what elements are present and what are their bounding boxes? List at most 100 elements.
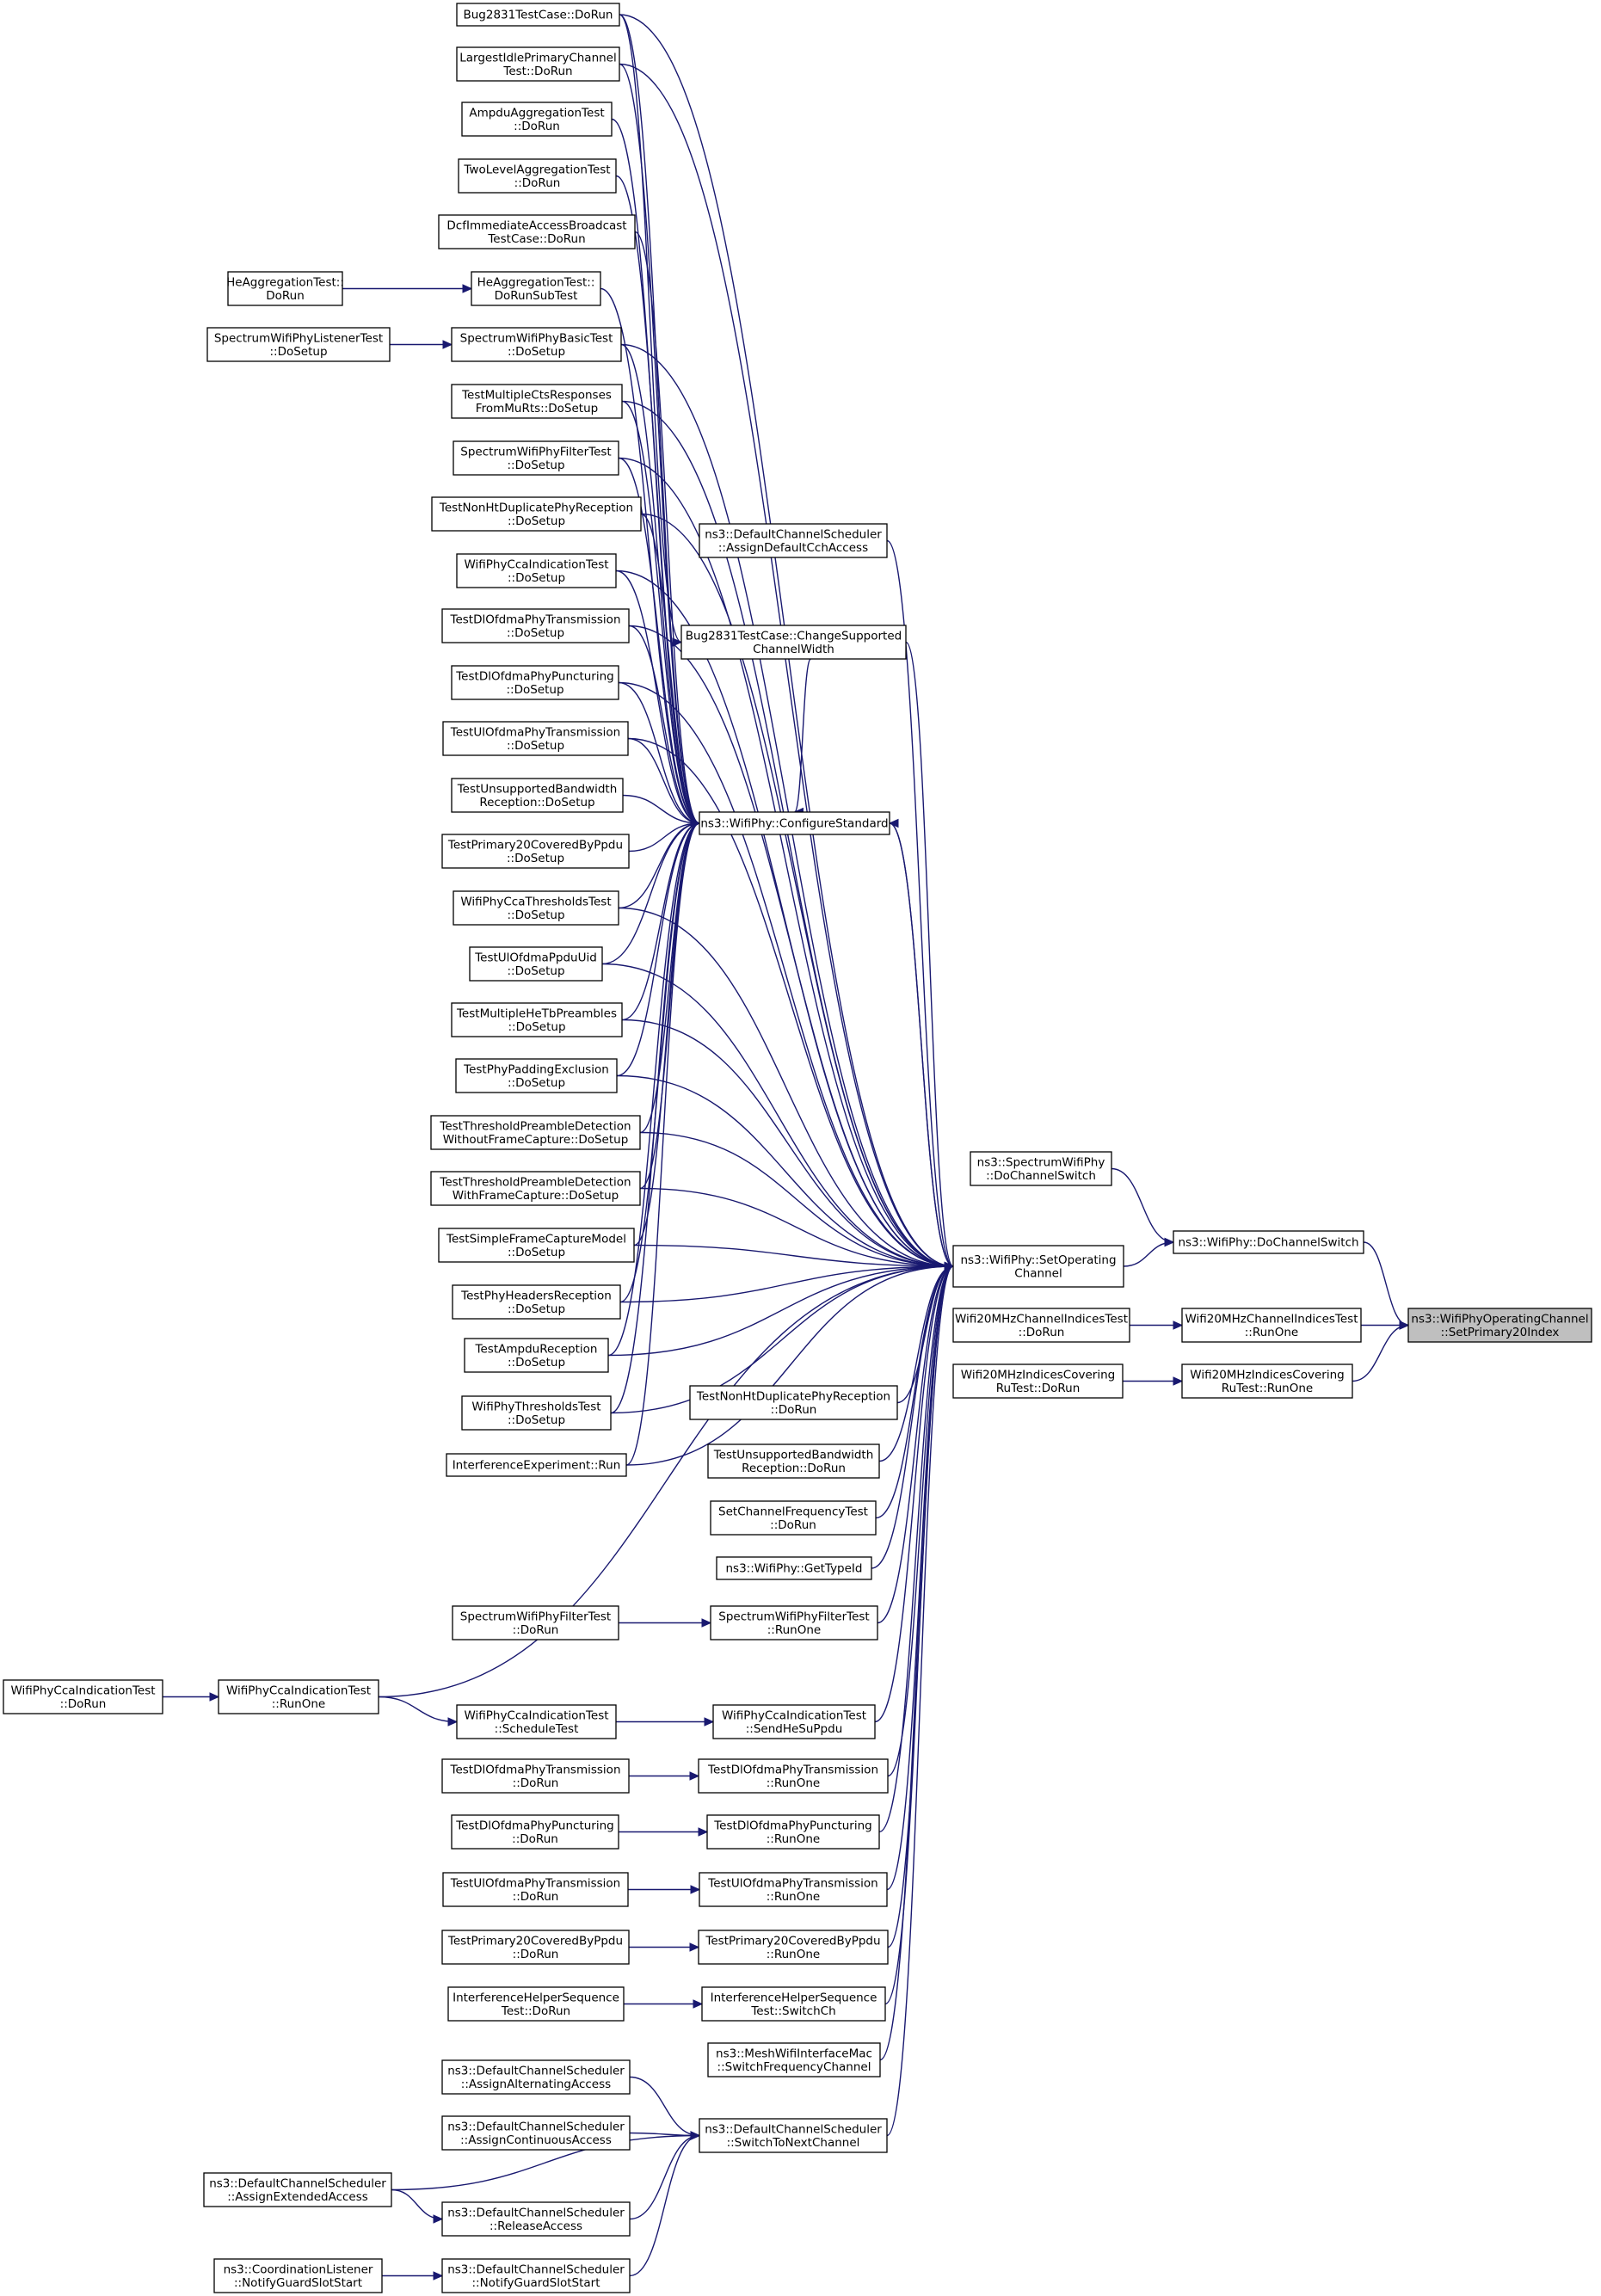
- call-edge-specfilt_setup-to-confstd: [618, 457, 700, 824]
- function-node-assigncont[interactable]: ns3::DefaultChannelScheduler::AssignCont…: [441, 2115, 631, 2151]
- node-box: [716, 1556, 872, 1580]
- node-label-line: ::DoSetup: [507, 739, 564, 753]
- arrow-head-cca_dorun-to-cca_runone: [209, 1692, 220, 1702]
- function-node-specfilt_runone[interactable]: SpectrumWifiPhyFilterTest::RunOne: [710, 1605, 878, 1640]
- node-label-line: Channel: [1014, 1266, 1062, 1280]
- call-edge-largest_dorun-to-confstd: [619, 63, 700, 824]
- node-label-line: TestDlOfdmaPhyTransmission: [450, 1763, 621, 1776]
- node-label-line: TestDlOfdmaPhyPuncturing: [713, 1819, 872, 1832]
- function-node-heagg_dorun[interactable]: HeAggregationTest::DoRun: [226, 271, 344, 306]
- function-node-gettypeid[interactable]: ns3::WifiPhy::GetTypeId: [716, 1556, 872, 1580]
- call-edge-release-to-switchnext: [629, 2134, 700, 2220]
- function-node-speclistener[interactable]: SpectrumWifiPhyListenerTest::DoSetup: [206, 327, 391, 362]
- function-node-assignext[interactable]: ns3::DefaultChannelScheduler::AssignExte…: [203, 2172, 392, 2207]
- function-node-setchfreq[interactable]: SetChannelFrequencyTest::DoRun: [710, 1500, 877, 1536]
- function-node-specfilt_dorun[interactable]: SpectrumWifiPhyFilterTest::DoRun: [452, 1605, 619, 1640]
- function-node-ulofdma_runone[interactable]: TestUlOfdmaPhyTransmission::RunOne: [699, 1872, 888, 1907]
- node-label-line: ns3::SpectrumWifiPhy: [977, 1155, 1105, 1169]
- function-node-w20dorun[interactable]: Wifi20MHzChannelIndicesTest::DoRun: [952, 1308, 1130, 1343]
- function-node-cca_sched[interactable]: WifiPhyCcaIndicationTest::ScheduleTest: [456, 1704, 617, 1739]
- call-edge-ulppdu_setup-to-setop: [601, 963, 954, 1267]
- node-label-line: TestPrimary20CoveredByPpdu: [447, 1934, 623, 1948]
- function-node-twolevel[interactable]: TwoLevelAggregationTest::DoRun: [458, 158, 617, 194]
- function-node-cca_setup[interactable]: WifiPhyCcaIndicationTest::DoSetup: [456, 553, 617, 588]
- function-node-ccathr_setup[interactable]: WifiPhyCcaThresholdsTest::DoSetup: [453, 890, 619, 926]
- node-label-line: DcfImmediateAccessBroadcast: [446, 219, 626, 232]
- node-label-line: TestUlOfdmaPhyTransmission: [450, 1876, 620, 1890]
- node-label-line: ::DoSetup: [508, 345, 565, 359]
- function-node-ulofdma_dorun[interactable]: TestUlOfdmaPhyTransmission::DoRun: [442, 1872, 629, 1907]
- function-node-coordguard[interactable]: ns3::CoordinationListener::NotifyGuardSl…: [213, 2258, 383, 2293]
- node-label-line: Wifi20MHzChannelIndicesTest: [1185, 1312, 1358, 1326]
- node-box: [461, 102, 613, 137]
- node-label-line: ::DoSetup: [507, 852, 564, 865]
- function-node-dlofdma_runone[interactable]: TestDlOfdmaPhyTransmission::RunOne: [698, 1758, 889, 1794]
- function-node-ulofdma_setup[interactable]: TestUlOfdmaPhyTransmission::DoSetup: [442, 721, 629, 756]
- function-node-thr_w[interactable]: TestThresholdPreambleDetectionWithFrameC…: [430, 1171, 641, 1206]
- function-node-dochsw[interactable]: ns3::WifiPhy::DoChannelSwitch: [1173, 1230, 1364, 1254]
- function-node-phythr[interactable]: WifiPhyThresholdsTest::DoSetup: [461, 1395, 612, 1431]
- function-node-switchnext[interactable]: ns3::DefaultChannelScheduler::SwitchToNe…: [699, 2118, 888, 2153]
- function-node-dcf_imm[interactable]: DcfImmediateAccessBroadcastTestCase::DoR…: [438, 214, 636, 249]
- function-node-heagg_sub[interactable]: HeAggregationTest::DoRunSubTest: [471, 271, 601, 306]
- function-node-interf_run[interactable]: InterferenceExperiment::Run: [446, 1453, 627, 1477]
- function-node-dlpunct_runone[interactable]: TestDlOfdmaPhyPuncturing::RunOne: [706, 1814, 880, 1850]
- function-node-prim20_setup[interactable]: TestPrimary20CoveredByPpdu::DoSetup: [441, 834, 630, 869]
- function-node-dlofdma_dorun[interactable]: TestDlOfdmaPhyTransmission::DoRun: [441, 1758, 630, 1794]
- function-node-cca_sendhesu[interactable]: WifiPhyCcaIndicationTest::SendHeSuPpdu: [712, 1704, 876, 1739]
- function-node-cca_dorun[interactable]: WifiPhyCcaIndicationTest::DoRun: [3, 1679, 163, 1714]
- node-box: [441, 2059, 631, 2095]
- function-node-ulppdu_setup[interactable]: TestUlOfdmaPpduUid::DoSetup: [469, 946, 603, 982]
- function-node-nonht_dorun[interactable]: TestNonHtDuplicatePhyReception::DoRun: [689, 1385, 898, 1420]
- function-node-ampdu_rx[interactable]: TestAmpduReception::DoSetup: [464, 1338, 609, 1373]
- function-node-dlofdma_setup[interactable]: TestDlOfdmaPhyTransmission::DoSetup: [441, 608, 630, 643]
- node-label-line: WifiPhyThresholdsTest: [471, 1400, 600, 1413]
- node-label-line: Bug2831TestCase::DoRun: [463, 9, 613, 22]
- function-node-dlpunct_setup[interactable]: TestDlOfdmaPhyPuncturing::DoSetup: [451, 665, 619, 700]
- function-node-specbasic[interactable]: SpectrumWifiPhyBasicTest::DoSetup: [451, 327, 622, 362]
- function-node-target[interactable]: ns3::WifiPhyOperatingChannel::SetPrimary…: [1407, 1308, 1592, 1343]
- function-node-nonht_setup[interactable]: TestNonHtDuplicatePhyReception::DoSetup: [431, 496, 642, 532]
- function-node-padding[interactable]: TestPhyPaddingExclusion::DoSetup: [455, 1058, 618, 1093]
- call-edge-bugchsup-to-setop: [905, 641, 954, 1267]
- function-node-multicts[interactable]: TestMultipleCtsResponsesFromMuRts::DoSet…: [451, 384, 623, 419]
- function-node-bug_dorun[interactable]: Bug2831TestCase::DoRun: [456, 3, 620, 27]
- function-node-ampdu_agg[interactable]: AmpduAggregationTest::DoRun: [461, 102, 613, 137]
- node-box: [461, 1395, 612, 1431]
- function-node-prim20_dorun[interactable]: TestPrimary20CoveredByPpdu::DoRun: [441, 1930, 630, 1965]
- function-node-unsup_setup[interactable]: TestUnsupportedBandwidthReception::DoSet…: [451, 778, 624, 813]
- node-label-line: TestCase::DoRun: [487, 232, 585, 246]
- function-node-specfilt_setup[interactable]: SpectrumWifiPhyFilterTest::DoSetup: [453, 440, 619, 476]
- function-node-release[interactable]: ns3::DefaultChannelScheduler::ReleaseAcc…: [441, 2201, 631, 2237]
- function-node-mesh_switch[interactable]: ns3::MeshWifiInterfaceMac::SwitchFrequen…: [707, 2042, 881, 2077]
- call-edge-notifyguard-to-switchnext: [629, 2134, 700, 2277]
- function-node-thr_wo[interactable]: TestThresholdPreambleDetectionWithoutFra…: [430, 1115, 641, 1150]
- node-box: [689, 1385, 898, 1420]
- node-label-line: ns3::WifiPhy::DoChannelSwitch: [1178, 1236, 1358, 1250]
- function-node-simplefc[interactable]: TestSimpleFrameCaptureModel::DoSetup: [438, 1228, 635, 1263]
- function-node-multihetb[interactable]: TestMultipleHeTbPreambles::DoSetup: [451, 1002, 623, 1037]
- node-label-line: ::DoRun: [60, 1697, 107, 1711]
- function-node-cca_runone[interactable]: WifiPhyCcaIndicationTest::RunOne: [218, 1679, 379, 1714]
- function-node-confstd[interactable]: ns3::WifiPhy::ConfigureStandard: [699, 811, 890, 835]
- function-node-bugchsup[interactable]: Bug2831TestCase::ChangeSupportedChannelW…: [680, 625, 907, 660]
- function-node-assignalt[interactable]: ns3::DefaultChannelScheduler::AssignAlte…: [441, 2059, 631, 2095]
- node-label-line: ::DoRun: [513, 1776, 559, 1790]
- node-label-line: ::DoSetup: [508, 1020, 565, 1034]
- function-node-prim20_runone[interactable]: TestPrimary20CoveredByPpdu::RunOne: [698, 1930, 889, 1965]
- function-node-dlpunct_dorun[interactable]: TestDlOfdmaPhyPuncturing::DoRun: [451, 1814, 619, 1850]
- function-node-specdochsw[interactable]: ns3::SpectrumWifiPhy::DoChannelSwitch: [970, 1151, 1112, 1186]
- node-label-line: TestMultipleCtsResponses: [461, 388, 612, 402]
- node-box: [464, 1338, 609, 1373]
- function-node-assigndefcch[interactable]: ns3::DefaultChannelScheduler::AssignDefa…: [699, 523, 888, 558]
- function-node-notifyguard[interactable]: ns3::DefaultChannelScheduler::NotifyGuar…: [441, 2258, 631, 2293]
- function-node-w20runone[interactable]: Wifi20MHzChannelIndicesTest::RunOne: [1181, 1308, 1362, 1343]
- function-node-headers[interactable]: TestPhyHeadersReception::DoSetup: [452, 1284, 621, 1320]
